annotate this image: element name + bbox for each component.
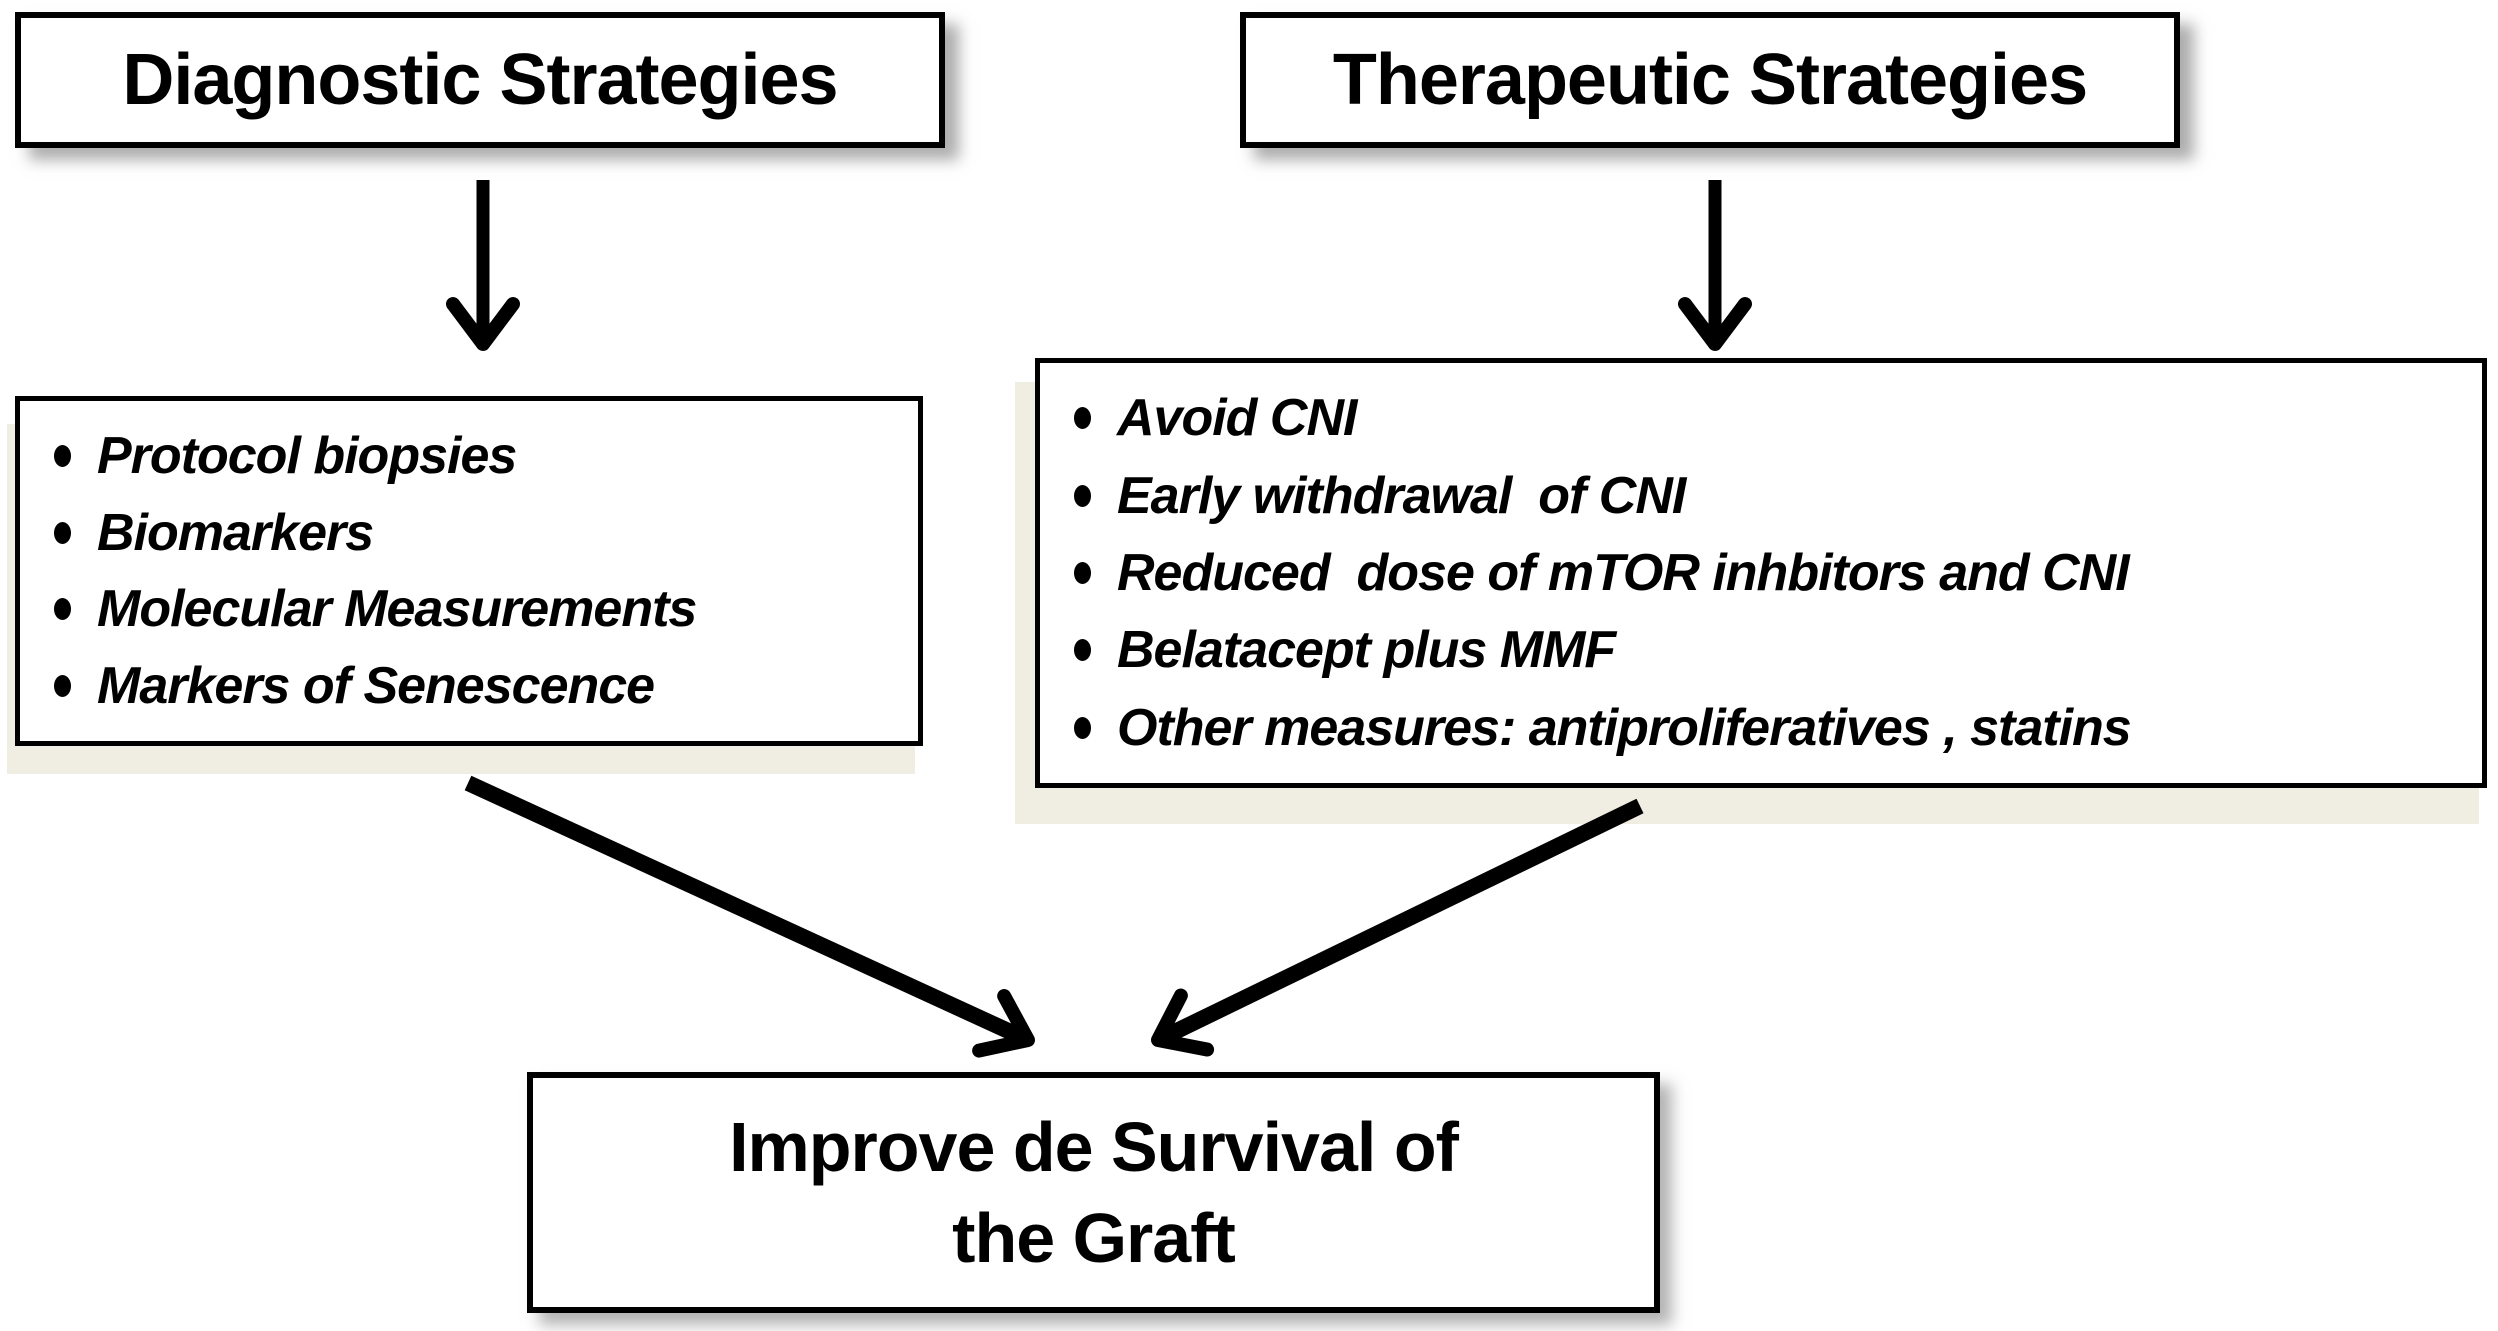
list-item: Avoid CNI [1074,388,2462,448]
bullet-icon [1074,561,1091,584]
list-item: Other measures: antiproliferatives , sta… [1074,698,2462,758]
list-item: Reduced dose of mTOR inhbitors and CNI [1074,543,2462,603]
bullet-icon [1074,716,1091,739]
list-item-label: Avoid CNI [1117,389,1357,448]
bullet-icon [1074,639,1091,662]
list-item-label: Protocol biopsies [97,426,517,485]
therapeutic-strategies-box: Therapeutic Strategies [1240,12,2180,148]
bullet-icon [54,521,71,544]
list-item-label: Other measures: antiproliferatives , sta… [1117,698,2132,757]
bullet-icon [54,444,71,467]
therapeutic-strategies-title: Therapeutic Strategies [1332,40,2088,120]
list-item: Protocol biopsies [54,426,898,486]
arrow-therapeutic-to-outcome [1151,798,1644,1057]
arrow-diagnostic-to-outcome [464,775,1035,1058]
bullet-icon [54,598,71,621]
list-item: Belatacept plus MMF [1074,620,2462,680]
list-item-label: Molecular Measurements [97,580,697,639]
therapeutic-items-box: Avoid CNI Early withdrawal of CNI Reduce… [1035,358,2487,788]
list-item: Markers of Senescence [54,656,898,716]
outcome-box: Improve de Survival of the Graft [527,1072,1660,1313]
bullet-icon [54,675,71,698]
list-item-label: Markers of Senescence [97,657,655,716]
list-item-label: Biomarkers [97,503,374,562]
diagnostic-items-box: Protocol biopsies Biomarkers Molecular M… [15,396,923,746]
outcome-line-2: the Graft [952,1198,1236,1277]
list-item: Early withdrawal of CNI [1074,466,2462,526]
bullet-icon [1074,484,1091,507]
diagnostic-strategies-title: Diagnostic Strategies [122,40,838,120]
list-item: Molecular Measurements [54,579,898,639]
list-item-label: Early withdrawal of CNI [1117,466,1686,525]
list-item-label: Belatacept plus MMF [1117,621,1616,680]
list-item-label: Reduced dose of mTOR inhbitors and CNI [1117,543,2130,602]
outcome-line-1: Improve de Survival of [729,1107,1459,1186]
diagnostic-strategies-box: Diagnostic Strategies [15,12,945,148]
bullet-icon [1074,407,1091,430]
list-item: Biomarkers [54,503,898,563]
